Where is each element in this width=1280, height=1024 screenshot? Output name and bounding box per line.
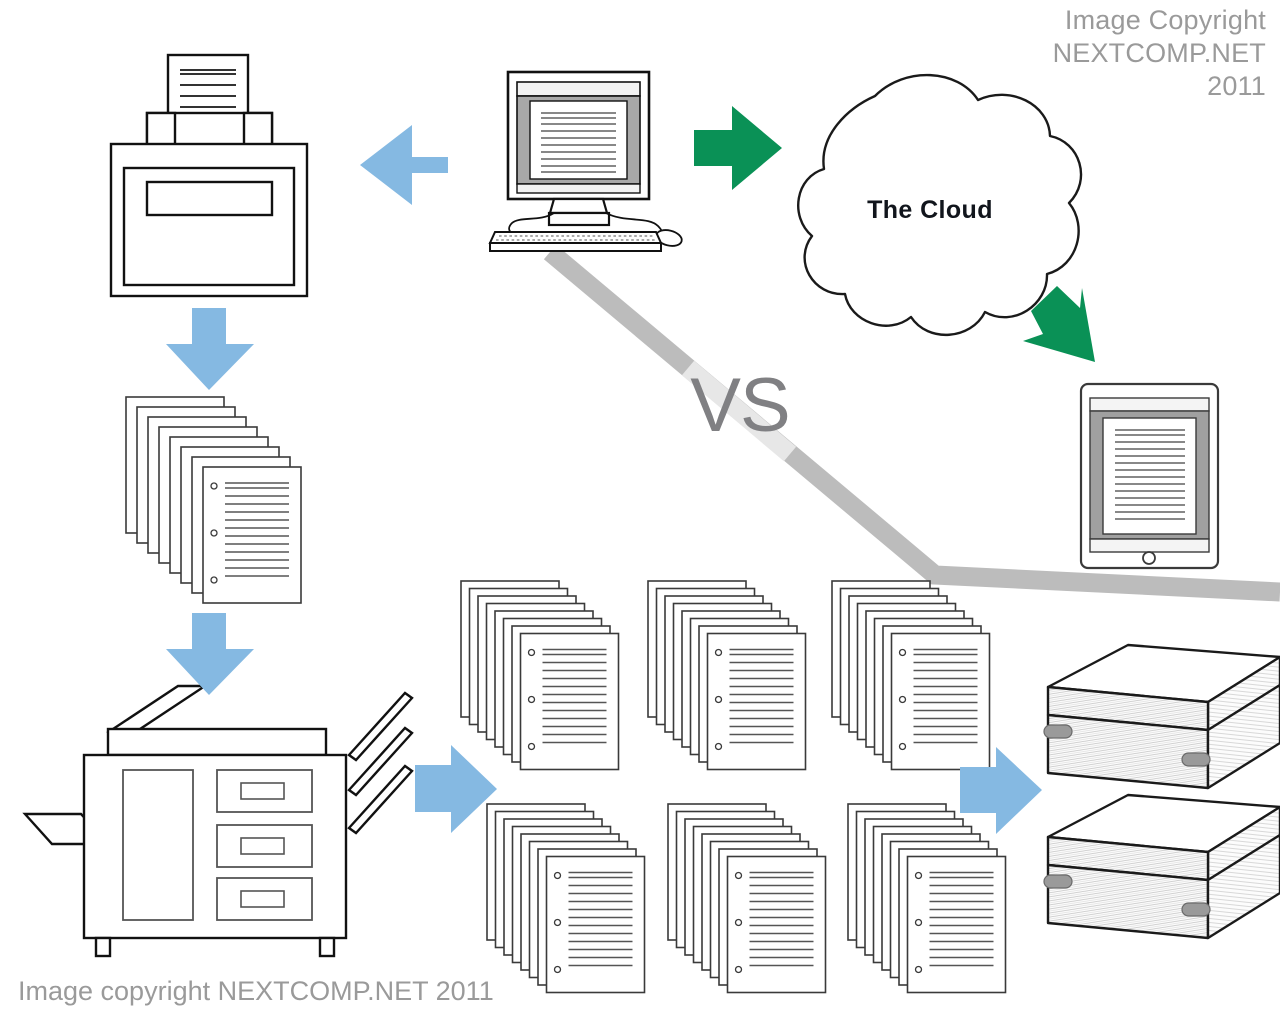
document-stack-icon — [667, 803, 827, 994]
copyright-line-1: Image Copyright — [1064, 5, 1266, 35]
arrow-cloud-to-tablet — [1023, 286, 1095, 362]
vs-divider-line — [543, 244, 1280, 602]
vs-label: VS — [690, 363, 790, 448]
copier-icon — [22, 684, 414, 958]
copyright-notice-bottom-left: Image copyright NEXTCOMP.NET 2011 — [18, 976, 494, 1006]
arrow-printer-to-stack — [166, 308, 254, 390]
copyright-line-3: 2011 — [1207, 71, 1266, 101]
document-stack-icon — [486, 803, 646, 994]
document-stack-icon — [125, 396, 302, 604]
storage-box-icon — [1043, 793, 1280, 940]
desktop-computer-icon — [488, 70, 683, 252]
tablet-icon — [1079, 382, 1220, 570]
document-stack-icon — [460, 580, 620, 771]
arrow-copies-to-storage — [960, 747, 1042, 834]
arrow-copier-to-copies — [415, 745, 497, 833]
cloud-icon — [797, 73, 1083, 337]
document-stack-icon — [647, 580, 807, 771]
printer-icon — [109, 53, 309, 298]
arrow-computer-to-cloud — [694, 106, 782, 190]
document-stack-icon — [831, 580, 991, 771]
cloud-label: The Cloud — [867, 196, 993, 224]
arrow-computer-to-printer — [360, 125, 448, 205]
copyright-line-2: NEXTCOMP.NET — [1052, 38, 1266, 68]
document-stack-icon — [847, 803, 1007, 994]
copyright-notice-top-right: Image Copyright NEXTCOMP.NET 2011 — [1053, 4, 1266, 103]
storage-box-icon — [1043, 643, 1280, 790]
arrow-stack-to-copier — [166, 613, 254, 695]
